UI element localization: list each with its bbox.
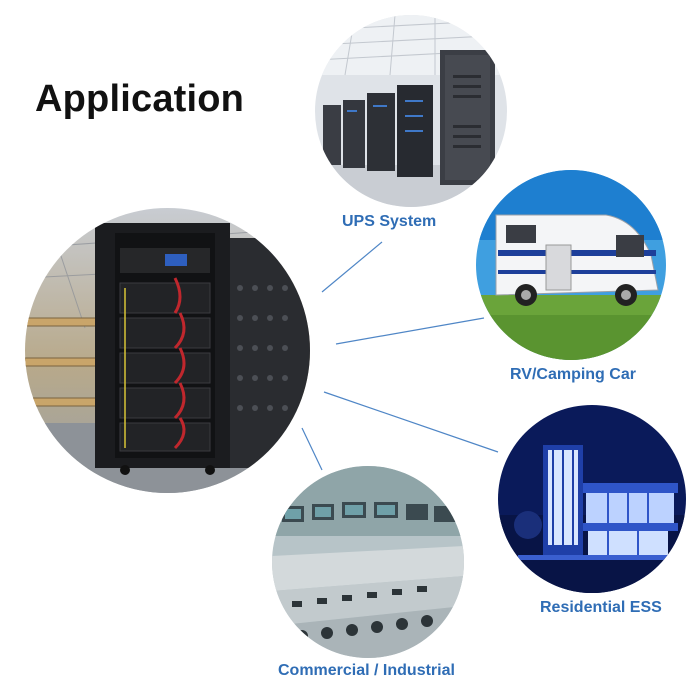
rv-camping-car-image xyxy=(476,170,666,360)
connector-commercial xyxy=(301,427,323,471)
commercial-industrial-image xyxy=(272,466,464,658)
connector-residential xyxy=(323,391,499,453)
residential-ess-image xyxy=(498,405,686,593)
connector-ups xyxy=(321,241,383,293)
rv-camping-car-label: RV/Camping Car xyxy=(510,366,636,383)
residential-ess-label: Residential ESS xyxy=(540,599,662,616)
page-title: Application xyxy=(35,78,245,120)
battery-cabinet-image xyxy=(25,208,310,493)
commercial-industrial-label: Commercial / Industrial xyxy=(278,662,455,679)
ups-system-image xyxy=(315,15,507,207)
connector-rv xyxy=(335,317,485,345)
ups-system-label: UPS System xyxy=(342,213,437,230)
